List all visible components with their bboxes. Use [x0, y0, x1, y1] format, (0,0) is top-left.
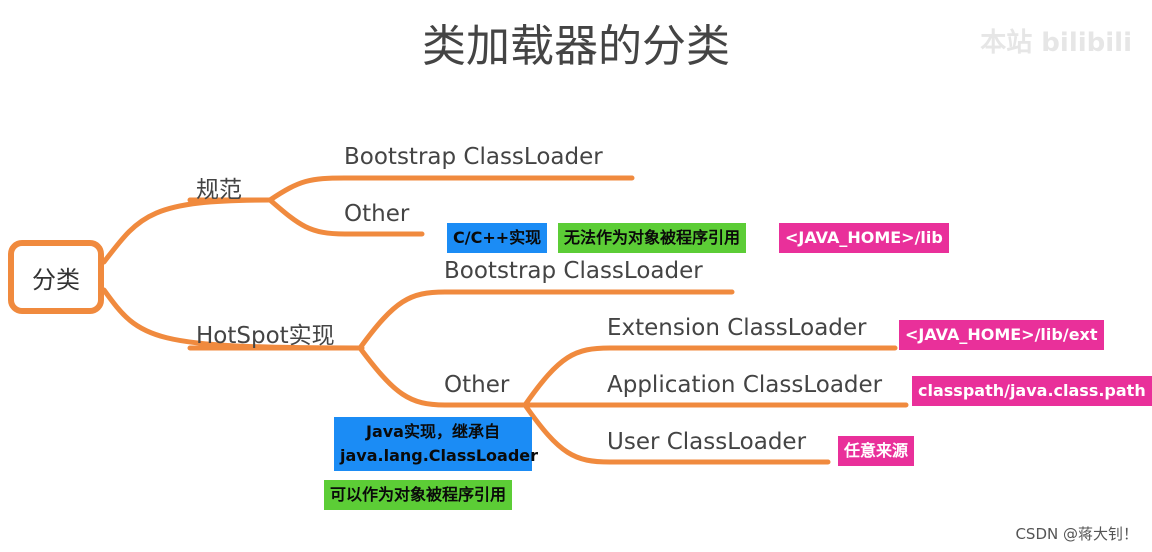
tag-any-source: 任意来源	[838, 436, 915, 466]
tag-classpath: classpath/java.class.path	[912, 376, 1152, 406]
hotspot-node: HotSpot实现	[196, 323, 335, 349]
application-node: Application ClassLoader	[607, 372, 883, 398]
tag-c-impl: C/C++实现	[447, 223, 548, 253]
tag-java-home-lib: <JAVA_HOME>/lib	[779, 223, 949, 253]
extension-node: Extension ClassLoader	[607, 315, 867, 341]
hotspot-other-node: Other	[444, 372, 510, 398]
user-node: User ClassLoader	[607, 429, 807, 455]
root-label: 分类	[32, 265, 80, 294]
hotspot-bootstrap-node: Bootstrap ClassLoader	[444, 258, 703, 284]
spec-bootstrap-node: Bootstrap ClassLoader	[344, 144, 603, 170]
spec-other-node: Other	[344, 201, 410, 227]
connector-hotspot-other	[357, 345, 528, 408]
tag-not-referenceable: 无法作为对象被程序引用	[558, 223, 747, 253]
connector-hotspot-bootstrap	[357, 289, 735, 351]
root-node: 分类	[8, 240, 104, 314]
watermark: 本站 bilibili	[980, 28, 1132, 58]
spec-node: 规范	[196, 177, 242, 203]
tag-java-home-lib-ext: <JAVA_HOME>/lib/ext	[899, 320, 1104, 350]
tag-referenceable: 可以作为对象被程序引用	[324, 480, 513, 510]
connector-other-extension	[522, 345, 898, 408]
csdn-credit: CSDN @蒋大钊！	[1015, 525, 1138, 543]
tag-java-impl: Java实现，继承自 java.lang.ClassLoader	[334, 417, 538, 471]
page-title: 类加载器的分类	[422, 21, 730, 72]
connector-root-spec	[101, 197, 273, 265]
connector-spec-bootstrap	[267, 175, 635, 203]
connector-spec-other	[267, 197, 425, 237]
connector-other-user	[522, 402, 831, 465]
